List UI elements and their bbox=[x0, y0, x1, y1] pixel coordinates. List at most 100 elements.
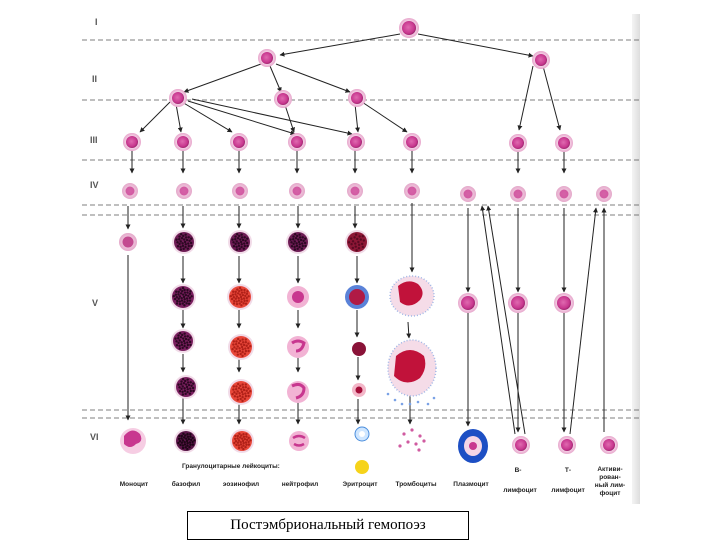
title-box: Постэмбриональный гемопоэз bbox=[187, 511, 469, 540]
blast-cell bbox=[176, 183, 192, 199]
arrow bbox=[406, 321, 412, 339]
arrow bbox=[183, 63, 262, 93]
metamyelocyte-baso bbox=[171, 329, 195, 353]
arrow bbox=[480, 205, 516, 435]
label-activated-lymphocyte-2: рован- bbox=[599, 474, 621, 481]
progenitor-mega-ery bbox=[274, 90, 292, 108]
row-label-v: V bbox=[92, 298, 99, 308]
arrow bbox=[569, 207, 598, 435]
metamyelocyte-eos bbox=[228, 334, 254, 360]
band-neu bbox=[287, 381, 309, 403]
promyelocyte-eos bbox=[228, 230, 252, 254]
myelocyte-baso bbox=[170, 284, 196, 310]
arrow bbox=[486, 205, 526, 435]
thrombocytes bbox=[386, 392, 436, 452]
b-progenitor bbox=[509, 134, 527, 152]
label-t-lymphocyte-1: Т- bbox=[564, 467, 572, 474]
arrow bbox=[191, 98, 353, 136]
arrow bbox=[175, 103, 183, 133]
orthochromatic-erythroblast bbox=[352, 383, 366, 397]
t-progenitor bbox=[555, 134, 573, 152]
blast-cell bbox=[232, 183, 248, 199]
arrow bbox=[279, 33, 401, 57]
arrow bbox=[542, 65, 562, 131]
cfu-lymphoid bbox=[532, 51, 550, 69]
label-activated-lymphocyte-3: ный лим- bbox=[594, 482, 626, 489]
row-label-iv: IV bbox=[90, 180, 99, 190]
b-lymphoblast bbox=[508, 293, 528, 313]
scan-edge-strip bbox=[632, 14, 640, 504]
erythro-progenitor bbox=[347, 133, 365, 151]
blast-cell bbox=[122, 183, 138, 199]
promyelocyte-neu bbox=[286, 230, 310, 254]
blast-cell bbox=[460, 186, 476, 202]
eosinophil bbox=[230, 429, 254, 453]
label-activated-lymphocyte-4: фоцит bbox=[599, 490, 621, 497]
polychromatic-erythroblast bbox=[352, 342, 366, 356]
cells bbox=[119, 18, 618, 474]
progenitor-ery bbox=[348, 89, 366, 107]
erythrocyte bbox=[354, 426, 370, 442]
erythrocyte-mature bbox=[355, 460, 369, 474]
label-erythrocyte: Эритроцит bbox=[342, 481, 378, 488]
arrow bbox=[275, 63, 351, 93]
row-label-i: I bbox=[95, 17, 98, 27]
arrow bbox=[139, 101, 171, 133]
label-eosinophil: эозинофил bbox=[222, 481, 260, 488]
blast-cell bbox=[596, 186, 612, 202]
myelocyte-neu bbox=[287, 286, 309, 308]
label-neutrophil: нейтрофил bbox=[281, 481, 319, 488]
arrow bbox=[181, 101, 233, 133]
arrow bbox=[187, 100, 296, 136]
basophil bbox=[174, 429, 198, 453]
row-label-ii: II bbox=[92, 74, 98, 84]
blast-cell bbox=[289, 183, 305, 199]
megakaryo-progenitor bbox=[403, 133, 421, 151]
label-t-lymphocyte-2: лимфоцит bbox=[551, 487, 585, 494]
eosinophil-progenitor bbox=[230, 133, 248, 151]
promyelocyte-baso bbox=[172, 230, 196, 254]
activated-lymphocyte bbox=[600, 436, 618, 454]
monocyte bbox=[120, 428, 146, 454]
metamyelocyte-neu bbox=[287, 336, 309, 358]
arrow bbox=[269, 65, 282, 93]
granulocyte-group-label: Гранулоцитарные лейкоциты: bbox=[182, 463, 280, 470]
label-b-lymphocyte-2: лимфоцит bbox=[503, 487, 537, 494]
blast-cell bbox=[510, 186, 526, 202]
arrow bbox=[517, 65, 534, 131]
b-lymphocyte bbox=[512, 436, 530, 454]
blast-cell bbox=[556, 186, 572, 202]
plasmoblast bbox=[458, 293, 478, 313]
basophil-progenitor bbox=[174, 133, 192, 151]
arrow bbox=[361, 101, 408, 133]
arrows bbox=[125, 33, 607, 435]
stem-cell bbox=[399, 18, 419, 38]
cfu-myeloid bbox=[258, 49, 276, 67]
blast-cell bbox=[347, 183, 363, 199]
label-b-lymphocyte-1: В- bbox=[514, 467, 522, 474]
label-activated-lymphocyte-1: Активи- bbox=[597, 466, 623, 473]
diagram-title: Постэмбриональный гемопоэз bbox=[230, 517, 426, 533]
basophilic-erythroblast bbox=[345, 285, 369, 309]
label-basophil: базофил bbox=[171, 481, 201, 488]
megakaryocyte bbox=[387, 339, 437, 397]
row-label-iii: III bbox=[90, 135, 98, 145]
label-thrombocytes: Тромбоциты bbox=[395, 481, 437, 488]
neutrophil-progenitor bbox=[288, 133, 306, 151]
myelocyte-eos bbox=[227, 284, 253, 310]
arrow bbox=[417, 33, 534, 58]
t-lymphocyte bbox=[558, 436, 576, 454]
blast-cell bbox=[404, 183, 420, 199]
progenitor-granulo bbox=[169, 89, 187, 107]
plasmocyte bbox=[458, 429, 488, 463]
row-label-vi: VI bbox=[90, 432, 99, 442]
label-plasmocyte: Плазмоцит bbox=[453, 481, 489, 488]
band-baso bbox=[174, 375, 198, 399]
megakaryoblast bbox=[389, 275, 435, 317]
label-monocyte: Моноцит bbox=[119, 481, 149, 488]
band-eos bbox=[228, 379, 254, 405]
arrow bbox=[354, 103, 361, 133]
t-lymphoblast bbox=[554, 293, 574, 313]
proerythroblast bbox=[345, 230, 369, 254]
